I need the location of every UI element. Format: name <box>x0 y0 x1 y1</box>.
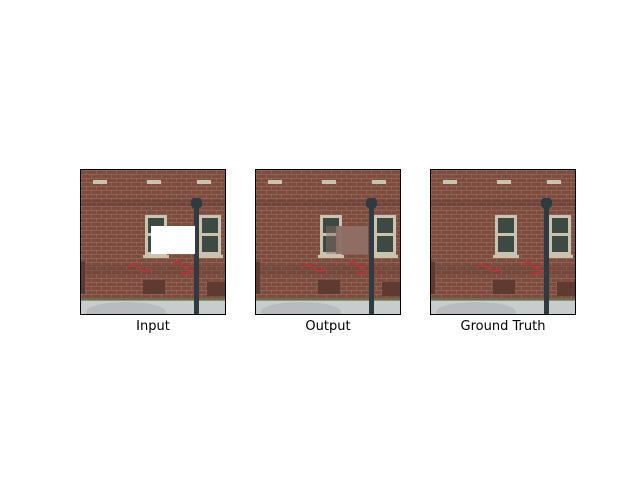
lamp-pole <box>369 205 374 314</box>
grass-strip <box>81 298 225 301</box>
inpainted-region <box>336 226 368 254</box>
output-image-panel <box>255 169 401 315</box>
parked-car <box>436 302 516 314</box>
window <box>197 215 223 258</box>
door-edge <box>256 262 260 294</box>
vent <box>197 180 211 184</box>
grass-strip <box>431 298 575 301</box>
lamp-head <box>191 198 202 208</box>
vent <box>497 180 511 184</box>
basement-vent <box>207 282 225 296</box>
output-caption: Output <box>305 319 351 334</box>
lamp-pole <box>544 205 549 314</box>
vent <box>322 180 336 184</box>
basement-vent <box>557 282 575 296</box>
basement-vent <box>318 280 340 294</box>
facade-image-input <box>81 170 225 314</box>
window <box>547 215 573 258</box>
vent <box>268 180 282 184</box>
basement-vent <box>493 280 515 294</box>
lamp-pole <box>194 205 199 314</box>
lamp-head <box>366 198 377 208</box>
facade-image-output <box>256 170 400 314</box>
parked-car <box>261 302 341 314</box>
mask-region <box>151 226 195 254</box>
vent <box>372 180 386 184</box>
parked-car <box>86 302 166 314</box>
vent <box>93 180 107 184</box>
vent <box>443 180 457 184</box>
vent <box>147 180 161 184</box>
input-image-panel <box>80 169 226 315</box>
ground-truth-image-panel <box>430 169 576 315</box>
window <box>372 215 398 258</box>
window <box>493 215 519 258</box>
ground-truth-caption: Ground Truth <box>460 319 546 334</box>
basement-vent <box>382 282 400 296</box>
grass-strip <box>256 298 400 301</box>
input-caption: Input <box>136 319 170 334</box>
facade-image-ground-truth <box>431 170 575 314</box>
door-edge <box>431 262 435 294</box>
vent <box>547 180 561 184</box>
lamp-head <box>541 198 552 208</box>
door-edge <box>81 262 85 294</box>
basement-vent <box>143 280 165 294</box>
